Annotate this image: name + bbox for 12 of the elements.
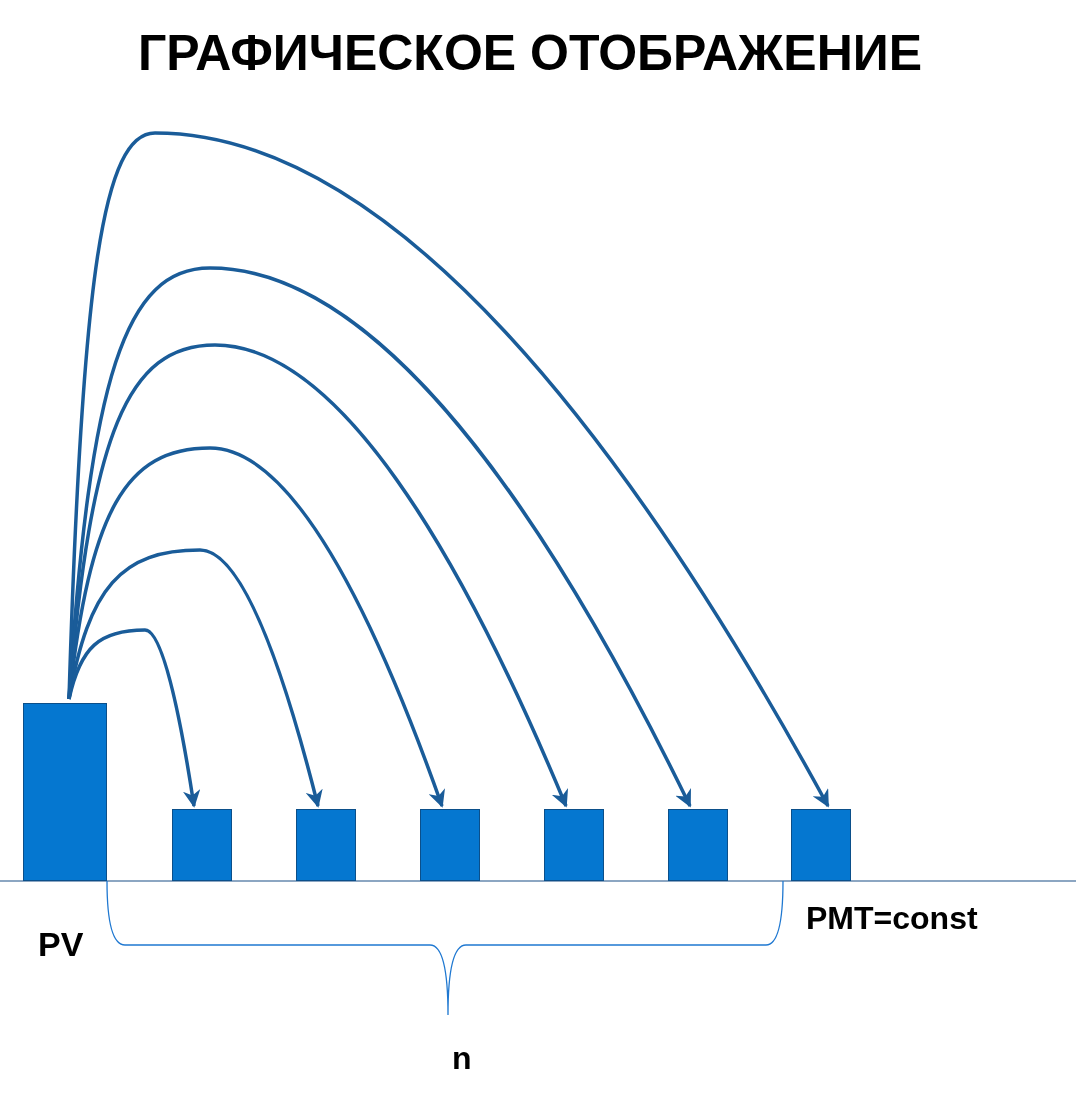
axis-label: n xyxy=(452,1040,472,1077)
axis-label: PV xyxy=(38,925,84,964)
payment-bar xyxy=(791,809,851,881)
payment-bar xyxy=(668,809,728,881)
tall-bar xyxy=(23,703,107,881)
axis-label: PMT=const xyxy=(806,900,978,937)
payment-bar xyxy=(420,809,480,881)
payment-bar xyxy=(172,809,232,881)
title: ГРАФИЧЕСКОЕ ОТОБРАЖЕНИЕ xyxy=(138,24,923,82)
payment-bar xyxy=(544,809,604,881)
curved-arrow xyxy=(67,131,830,808)
payment-bar xyxy=(296,809,356,881)
